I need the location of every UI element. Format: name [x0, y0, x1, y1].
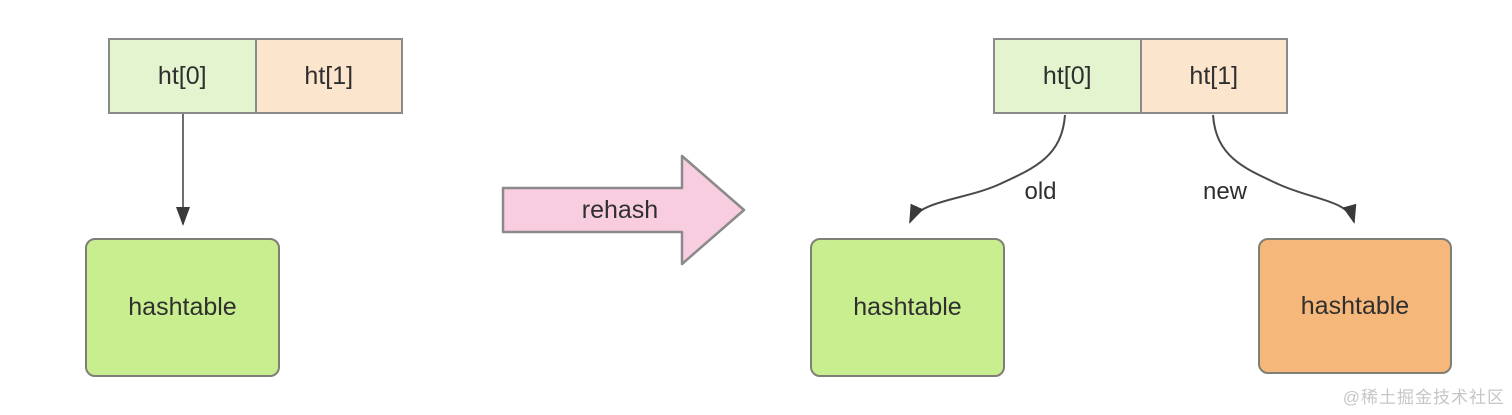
new-edge-label: new [1202, 178, 1248, 205]
rehash-arrow-shape [501, 154, 746, 266]
left-ht1-label: ht[1] [304, 61, 354, 90]
left-hashtable-box: hashtable [85, 238, 280, 377]
rehash-pointer-connectors [909, 114, 1357, 224]
right-pointer-table: ht[0] ht[1] [993, 38, 1288, 114]
old-edge-label: old [1024, 178, 1057, 205]
left-pointer-table: ht[0] ht[1] [108, 38, 403, 114]
left-ht1-cell: ht[1] [256, 40, 401, 112]
new-connector-curve [1212, 114, 1357, 224]
right-ht1-cell: ht[1] [1141, 40, 1286, 112]
right-ht0-label: ht[0] [1042, 61, 1092, 90]
left-ht0-cell: ht[0] [110, 40, 257, 112]
rehash-arrow [501, 154, 746, 266]
old-hashtable-label: hashtable [853, 293, 962, 321]
old-hashtable-box: hashtable [810, 238, 1005, 377]
right-ht1-label: ht[1] [1189, 61, 1239, 90]
new-hashtable-box: hashtable [1258, 238, 1452, 374]
rehash-label: rehash [581, 196, 659, 224]
new-hashtable-label: hashtable [1300, 291, 1410, 320]
watermark: @稀土掘金技术社区 [1342, 388, 1505, 407]
left-ht0-label: ht[0] [157, 61, 207, 90]
left-hashtable-label: hashtable [128, 293, 237, 321]
ht0-down-arrow-connector [176, 114, 190, 226]
right-ht0-cell: ht[0] [995, 40, 1142, 112]
old-connector-curve [909, 114, 1066, 224]
